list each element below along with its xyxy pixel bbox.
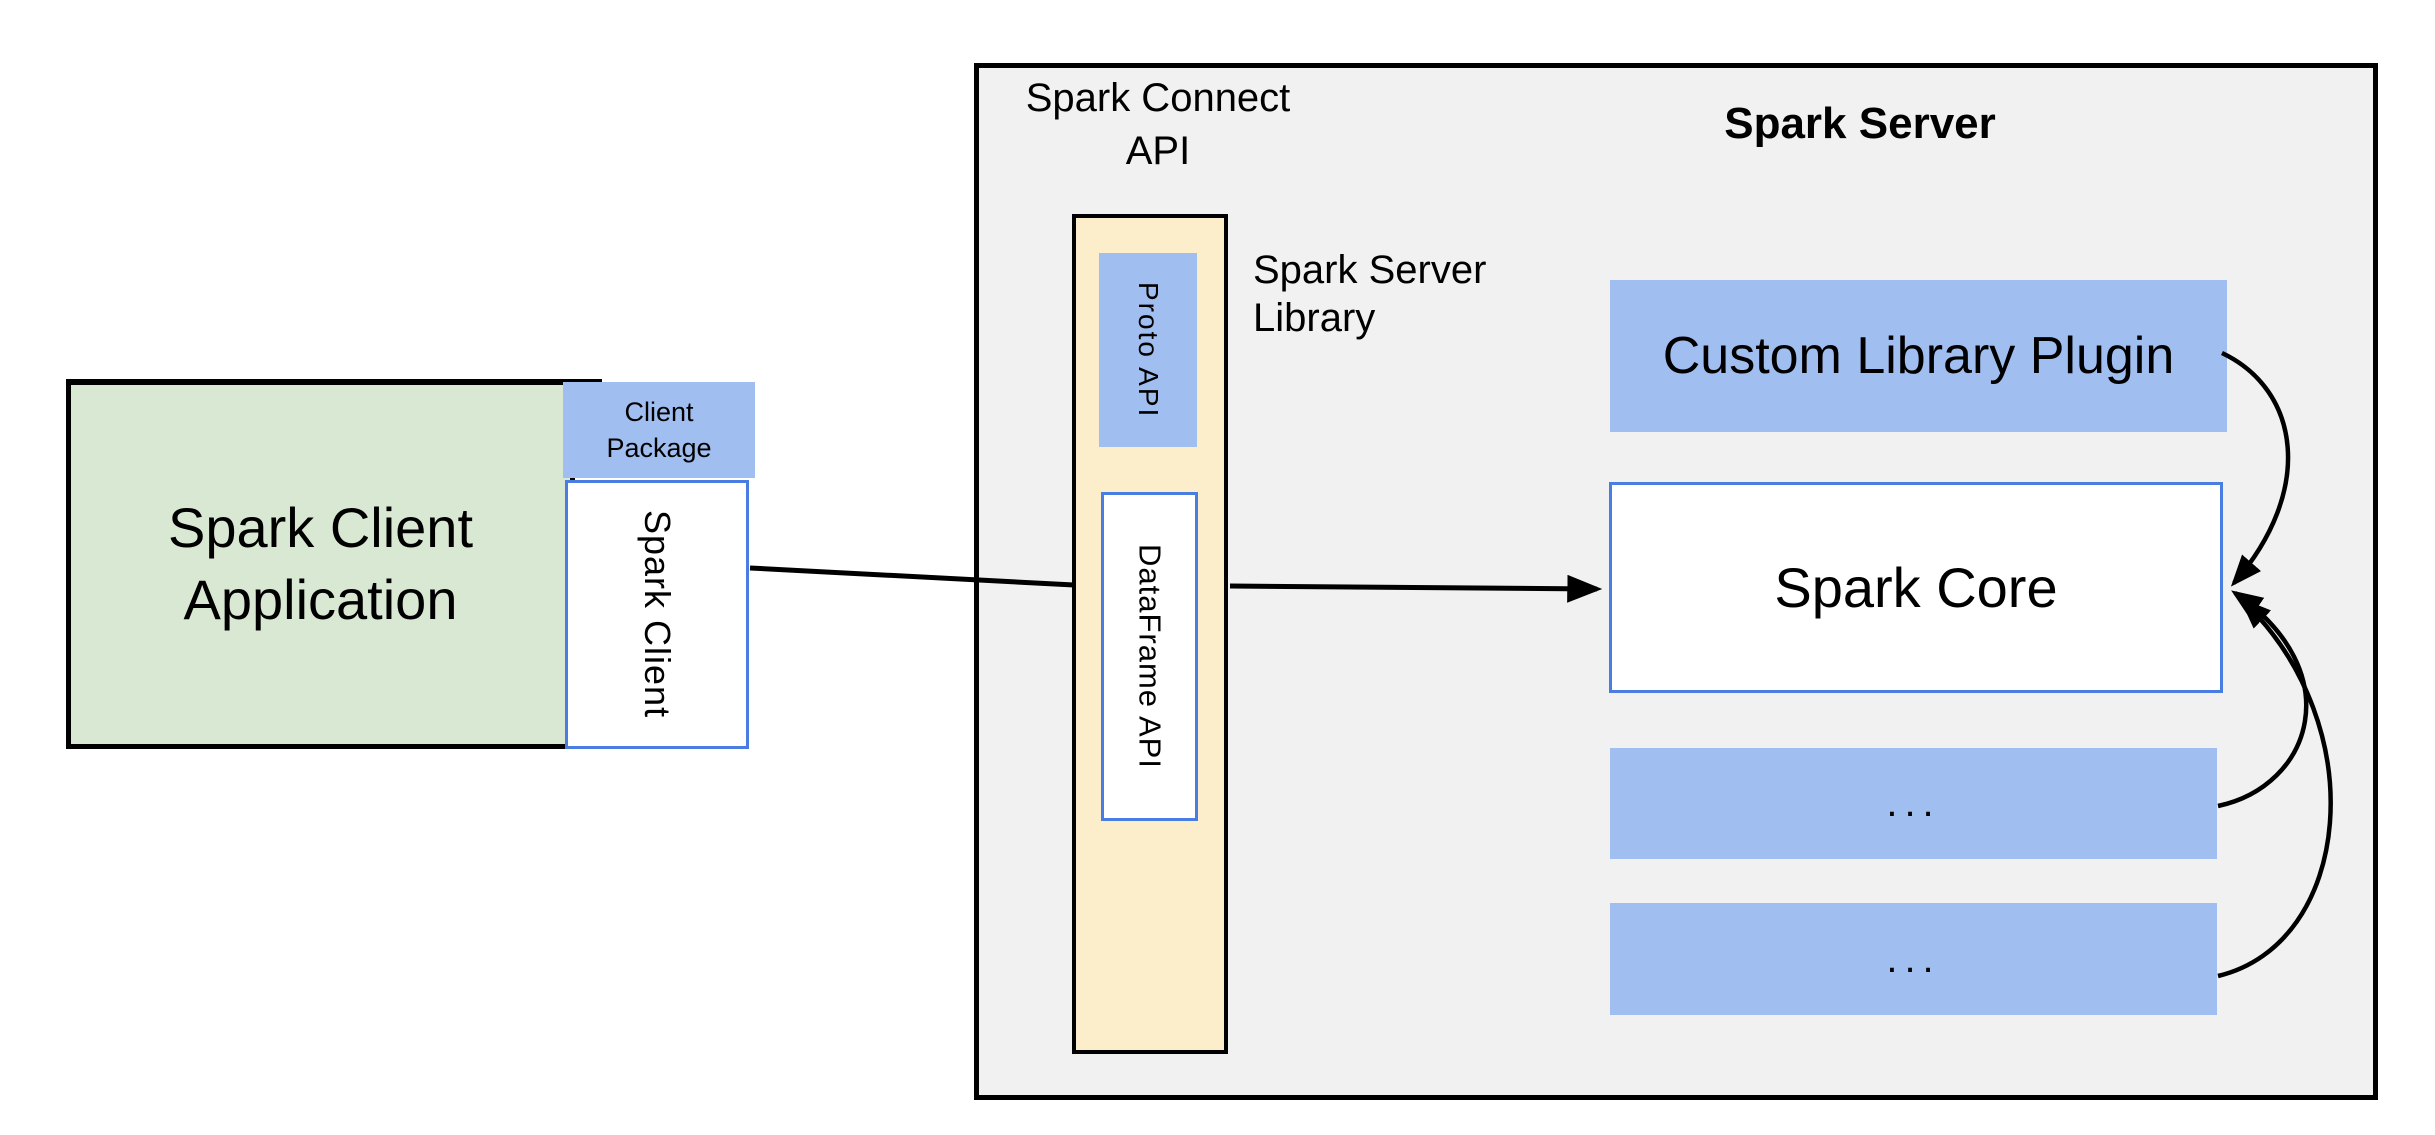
client-package-label-line1: Client — [624, 397, 694, 427]
extension-box-2-label: ... — [1886, 936, 1941, 981]
client-package-box: Client Package — [563, 382, 755, 478]
proto-api-box: Proto API — [1099, 253, 1197, 447]
spark-connect-api-label-line2: API — [1125, 129, 1191, 173]
spark-client-application-label-line2: Application — [183, 568, 458, 631]
proto-api-label: Proto API — [1133, 281, 1164, 419]
spark-server-library-label-line1: Spark Server — [1253, 248, 1487, 292]
spark-client-application-label-line1: Spark Client — [167, 496, 474, 559]
spark-client-label: Spark Client — [637, 510, 678, 719]
spark-connect-api-label-line1: Spark Connect — [1025, 76, 1291, 120]
client-box-top-border — [66, 379, 602, 385]
spark-server-library-label: Spark Server Library — [1253, 246, 1673, 342]
spark-server-title: Spark Server — [1724, 99, 1996, 148]
spark-client-box: Spark Client — [565, 480, 749, 749]
spark-server-library-label-line2: Library — [1253, 296, 1376, 340]
extension-box-1-label: ... — [1886, 781, 1941, 825]
extension-box-2: ... — [1610, 903, 2217, 1015]
spark-core-label: Spark Core — [1774, 556, 2058, 619]
extension-box-1: ... — [1610, 748, 2217, 859]
custom-library-plugin-box: Custom Library Plugin — [1610, 280, 2227, 432]
spark-client-application-box: Spark Client Application — [66, 379, 575, 749]
spark-core-box: Spark Core — [1609, 482, 2223, 693]
spark-connect-api-label: Spark Connect API — [988, 72, 1328, 178]
dataframe-api-box: DataFrame API — [1101, 492, 1198, 821]
dataframe-api-label: DataFrame API — [1132, 544, 1168, 769]
custom-library-plugin-label: Custom Library Plugin — [1662, 327, 2175, 385]
client-package-label-line2: Package — [606, 433, 712, 463]
